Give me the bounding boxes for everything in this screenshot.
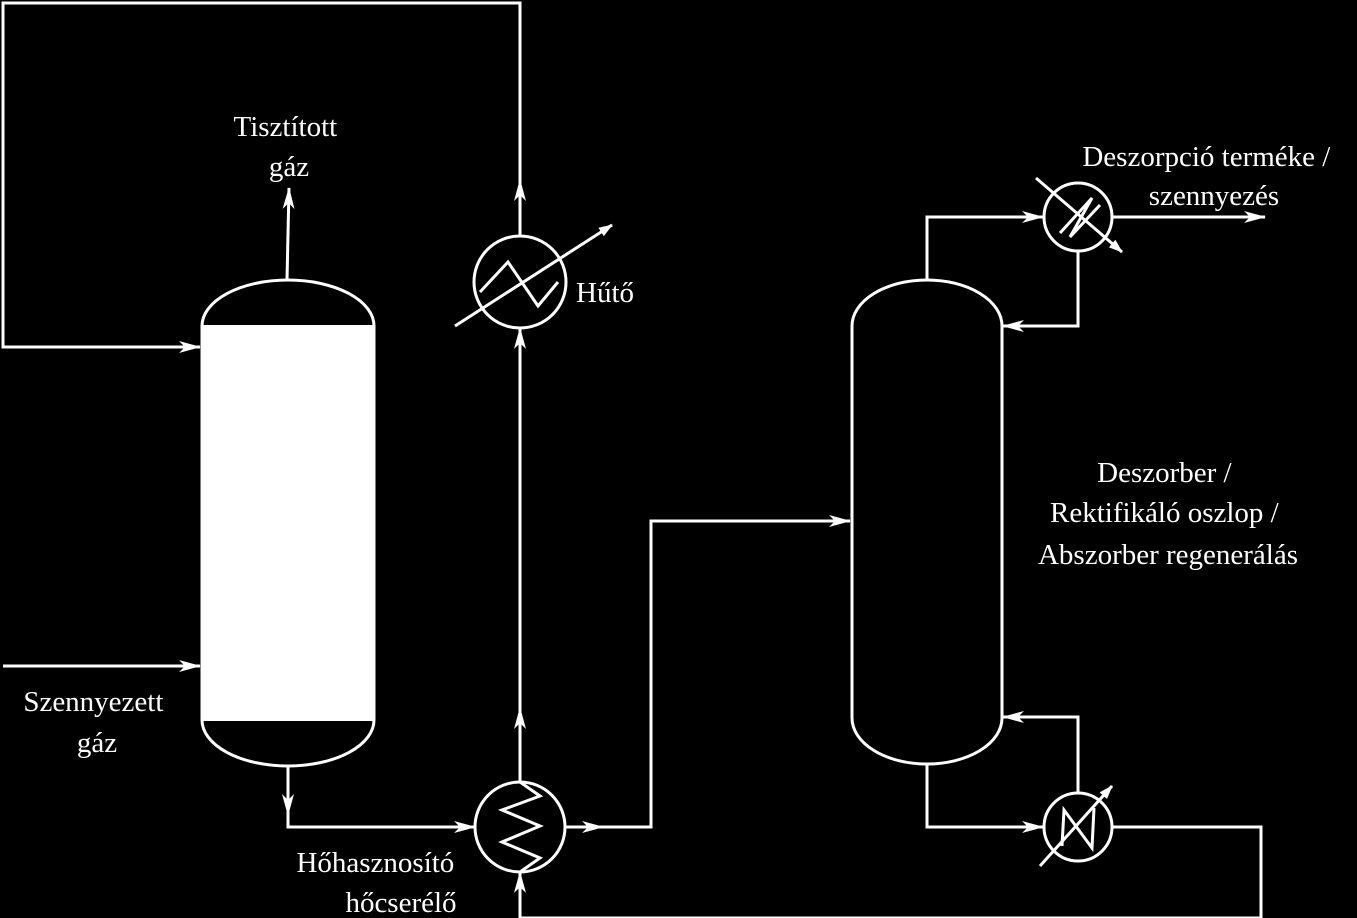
lean-absorbent-bottom-line — [514, 871, 1261, 918]
absorber — [200, 278, 376, 768]
heat-recovery-exchanger — [473, 780, 567, 874]
reflux-line — [1002, 252, 1080, 332]
lean-absorbent-return-line — [1110, 825, 1263, 918]
desorber-overhead-line — [925, 211, 1044, 280]
rich-absorbent-to-exchanger-line — [286, 815, 476, 833]
reboiler-coil — [1060, 805, 1096, 853]
reboiler-adjust-arrow — [1038, 784, 1114, 868]
cooler-label: Hűtő — [576, 277, 634, 309]
purified-gas-line — [282, 187, 295, 281]
cooler — [454, 223, 613, 330]
reboiler — [1038, 784, 1114, 868]
lean-absorbent-recycle-line — [1, 1, 522, 353]
heat-exchanger-icon — [473, 780, 567, 874]
column-icon — [850, 278, 1004, 766]
cooler-adjust-arrow — [454, 223, 613, 328]
desorber-feed-line — [603, 515, 851, 829]
contaminated-gas-label: Szennyezett gáz — [23, 686, 170, 759]
desorber-label: Deszorber / Rektifikáló oszlop / Abszorb… — [1038, 457, 1298, 571]
desorption-product-label: Deszorpció terméke / szennyezés — [1082, 141, 1337, 212]
desorber-bottoms-line — [925, 764, 1044, 833]
purified-gas-label: Tisztított gáz — [234, 111, 345, 183]
condenser — [1035, 176, 1123, 254]
condenser-adjust-arrow — [1035, 176, 1123, 254]
heat-recovery-exchanger-label: Hőhasznosító hőcserélő — [296, 847, 461, 918]
reboiler-return-line — [1002, 711, 1080, 792]
packed-column-icon — [201, 325, 375, 721]
exchanger-zigzag — [497, 780, 544, 874]
